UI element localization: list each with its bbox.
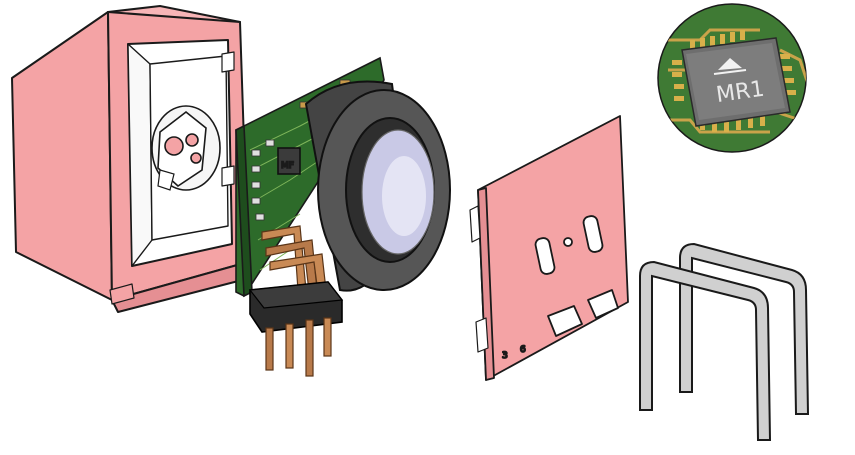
magnet-ring <box>304 80 451 292</box>
header-pins <box>248 225 344 377</box>
mr-logo-icon <box>718 58 742 70</box>
u-rails <box>639 242 810 441</box>
plate-mark-1: 3 <box>502 351 508 361</box>
back-plate: 3 6 <box>469 115 629 381</box>
chip-closeup: MR1 <box>657 3 807 153</box>
pcb-chip-marking: MF <box>281 161 294 171</box>
plate-mark-2: 6 <box>520 345 526 355</box>
housing-inner-boss <box>151 105 221 191</box>
